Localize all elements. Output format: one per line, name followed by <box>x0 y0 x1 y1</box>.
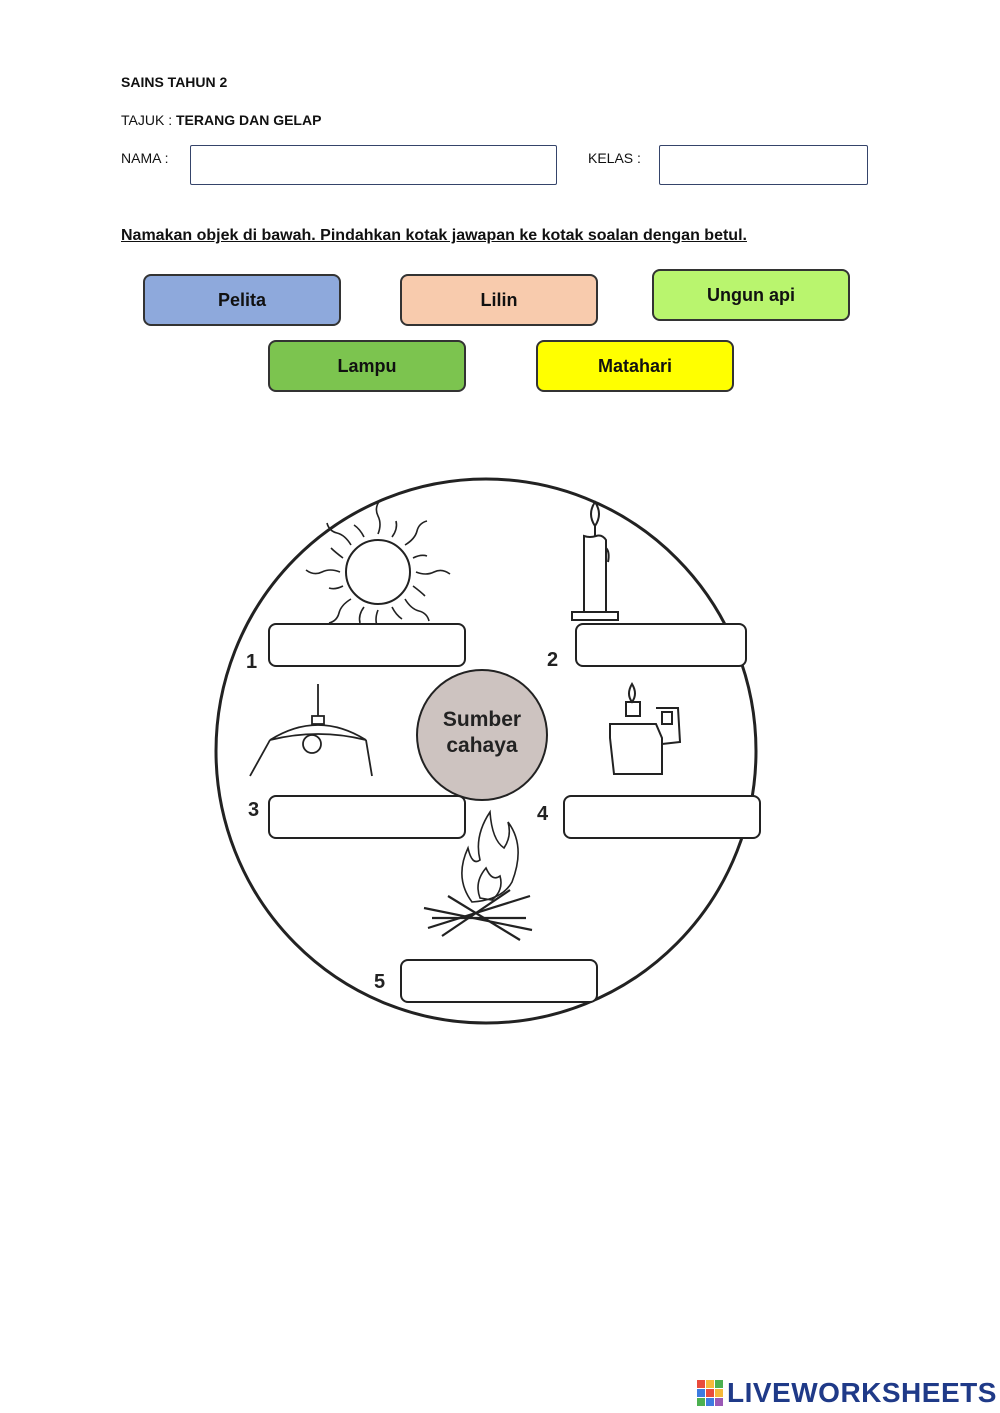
answer-chip-pelita[interactable]: Pelita <box>143 274 341 326</box>
candle-icon <box>571 500 619 621</box>
outer-circle <box>214 477 758 1025</box>
answer-chip-ungun-api[interactable]: Ungun api <box>652 269 850 321</box>
question-number-4: 4 <box>537 803 549 825</box>
question-number-5: 5 <box>374 971 385 993</box>
logo-grid-icon <box>697 1380 723 1406</box>
class-label: KELAS : <box>588 150 641 166</box>
name-label: NAMA : <box>121 150 169 166</box>
instruction-text: Namakan objek di bawah. Pindahkan kotak … <box>121 227 747 244</box>
question-number-3: 3 <box>248 799 259 821</box>
light-source-diagram: Sumber cahaya 1 2 3 4 5 <box>214 477 758 1025</box>
answer-box-1[interactable] <box>268 623 466 667</box>
answer-box-3[interactable] <box>268 795 466 839</box>
answer-chip-lampu[interactable]: Lampu <box>268 340 466 392</box>
answer-chip-lilin[interactable]: Lilin <box>400 274 598 326</box>
logo-text: LIVEWORKSHEETS <box>727 1377 997 1408</box>
answer-box-4[interactable] <box>563 795 761 839</box>
center-label-line1: Sumber <box>443 708 521 731</box>
answer-box-5[interactable] <box>400 959 598 1003</box>
center-circle <box>416 669 548 801</box>
sun-icon <box>305 499 451 645</box>
name-field[interactable] <box>190 145 557 185</box>
center-label-line2: cahaya <box>446 734 518 757</box>
topic-value: TERANG DAN GELAP <box>175 112 322 128</box>
question-number-1: 1 <box>246 651 257 673</box>
subject-title: SAINS TAHUN 2 <box>121 74 228 90</box>
liveworksheets-logo: LIVEWORKSHEETS <box>697 1377 997 1409</box>
oil-lamp-icon <box>609 682 682 775</box>
hanging-lamp-icon <box>249 684 373 777</box>
answer-chip-matahari[interactable]: Matahari <box>536 340 734 392</box>
topic-label: TAJUK : <box>121 112 176 128</box>
question-number-2: 2 <box>547 649 558 671</box>
campfire-icon <box>423 809 533 941</box>
answer-box-2[interactable] <box>575 623 747 667</box>
topic-line: TAJUK : TERANG DAN GELAP <box>121 112 321 128</box>
class-field[interactable] <box>659 145 868 185</box>
